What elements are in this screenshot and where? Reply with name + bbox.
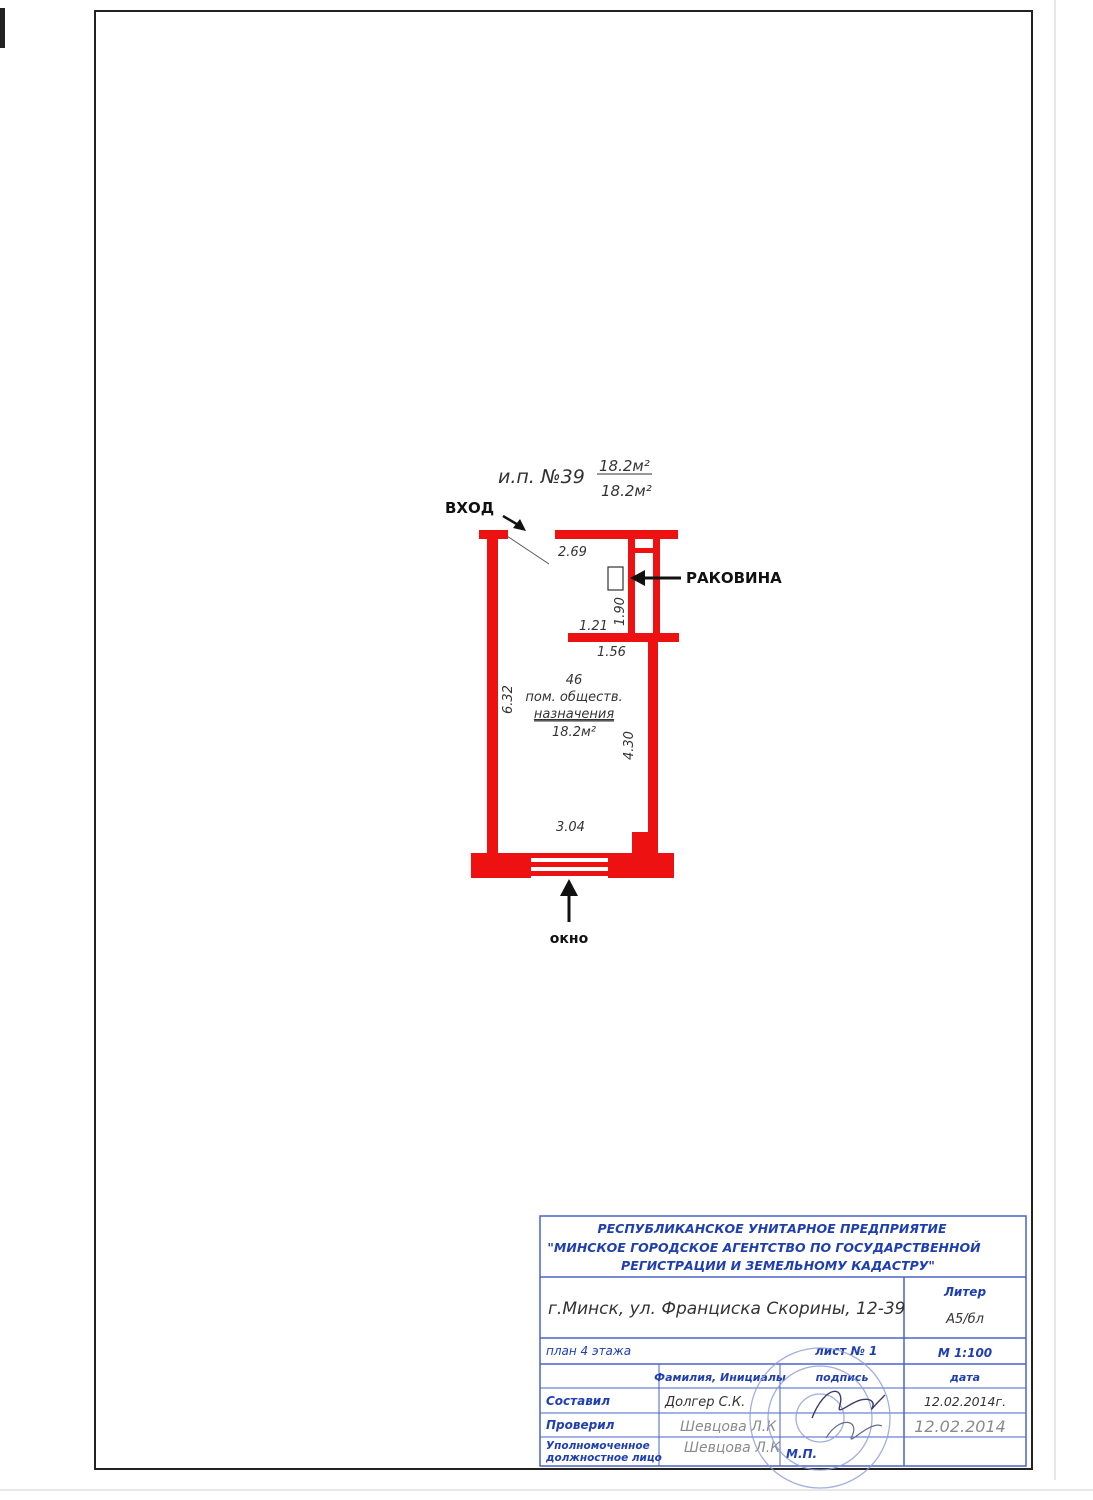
liter-value: А5/бл — [945, 1312, 984, 1327]
liter-label: Литер — [943, 1285, 986, 1299]
sheet-number: лист № 1 — [815, 1344, 877, 1358]
row3-role-2: должностное лицо — [545, 1452, 662, 1464]
row2-name: Шевцова Л.К — [680, 1419, 777, 1435]
top-left-cap — [479, 530, 508, 539]
col-names-header: Фамилия, Инициалы — [654, 1371, 786, 1384]
room-purpose-2: назначения — [534, 707, 614, 722]
row1-date: 12.02.2014г. — [924, 1394, 1006, 1409]
top-wall-right — [555, 530, 678, 539]
window-label: окно — [550, 931, 589, 947]
title-block — [539, 1215, 1027, 1467]
sink-symbol — [607, 566, 624, 591]
sink-arrow-icon — [630, 570, 681, 586]
plan-floor-label: план 4 этажа — [546, 1344, 631, 1358]
sink-label: РАКОВИНА — [686, 569, 782, 587]
window-bar-1 — [531, 853, 608, 858]
scale: М 1:100 — [938, 1346, 992, 1360]
row2-date: 12.02.2014 — [914, 1417, 1006, 1436]
room-area: 18.2м² — [552, 725, 596, 740]
entrance-label: ВХОД — [445, 499, 494, 517]
bottom-right-pier — [632, 832, 658, 856]
dim-1-90: 1.90 — [613, 597, 628, 626]
unit-number: и.п. №39 — [498, 466, 585, 488]
org-line-2: "МИНСКОЕ ГОРОДСКОЕ АГЕНТСТВО ПО ГОСУДАРС… — [547, 1240, 981, 1255]
area-denominator: 18.2м² — [601, 482, 652, 500]
col-signature-header: подпись — [816, 1371, 869, 1384]
chase-bar-1 — [628, 548, 660, 553]
room-purpose-1: пом. обществ. — [525, 690, 622, 705]
row1-role: Составил — [546, 1394, 610, 1408]
signature-1-icon — [811, 1390, 886, 1419]
dim-4-30: 4.30 — [622, 731, 637, 760]
door-swing — [506, 535, 550, 565]
dim-1-21: 1.21 — [579, 619, 608, 634]
org-line-3: РЕГИСТРАЦИИ И ЗЕМЕЛЬНОМУ КАДАСТРУ" — [621, 1258, 935, 1273]
right-lower-wall — [648, 637, 658, 855]
col-date-header: дата — [949, 1371, 980, 1384]
dim-1-56: 1.56 — [597, 645, 626, 660]
dim-6-32: 6.32 — [501, 685, 516, 714]
left-wall — [487, 533, 498, 855]
row1-name: Долгер С.К. — [664, 1395, 745, 1410]
window-bar-2 — [531, 862, 608, 867]
row3-role-1: Уполномоченное — [546, 1440, 650, 1452]
area-numerator: 18.2м² — [599, 457, 650, 475]
official-seal-icon — [749, 1347, 891, 1489]
window-arrow-icon — [560, 879, 578, 922]
middle-wall — [568, 633, 679, 642]
bottom-wall-left — [471, 853, 531, 878]
entrance-arrow-icon — [502, 514, 526, 531]
org-line-1: РЕСПУБЛИКАНСКОЕ УНИТАРНОЕ ПРЕДПРИЯТИЕ — [597, 1221, 946, 1236]
chase-left-wall — [628, 533, 635, 641]
seal-mark: М.П. — [786, 1447, 817, 1461]
signature-2-icon — [825, 1421, 883, 1440]
row3-name: Шевцова Л.К — [684, 1440, 781, 1456]
window-bar-3 — [531, 871, 608, 876]
scan-edge-mark — [0, 8, 5, 48]
plan-walls — [471, 530, 679, 878]
chase-right-wall — [653, 533, 660, 641]
room-number: 46 — [566, 673, 583, 688]
dim-2-69: 2.69 — [558, 545, 587, 560]
dim-3-04: 3.04 — [556, 820, 585, 835]
bottom-wall-right — [608, 853, 674, 878]
drawing-frame — [94, 10, 1033, 1470]
row2-role: Проверил — [546, 1418, 615, 1432]
address: г.Минск, ул. Франциска Скорины, 12-39 — [548, 1299, 905, 1319]
